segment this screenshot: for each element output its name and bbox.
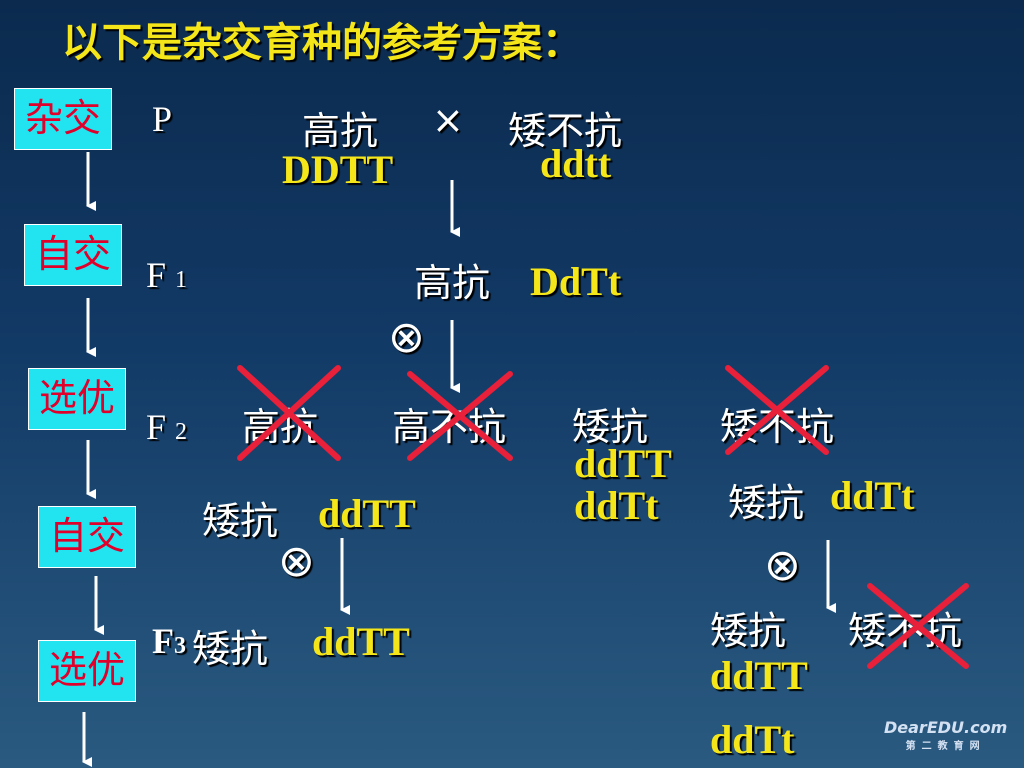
f1-pheno: 高抗 — [414, 261, 491, 305]
step-hybridize: 杂交 — [14, 88, 113, 150]
p-parent2-geno: ddtt — [540, 141, 612, 186]
cross-out-mark-offspring-nonresist — [867, 583, 969, 669]
cross-out-mark-dwarf-nonresist — [725, 365, 829, 455]
right-offspring-geno-2: ddTt — [710, 717, 795, 762]
gen-label-f1: F 1 — [146, 255, 188, 295]
step-select-2: 选优 — [38, 640, 137, 702]
cross-out-mark-tall-nonresist — [407, 371, 513, 461]
right-offspring-geno-1: ddTT — [710, 653, 808, 698]
left-branch-geno: ddTT — [318, 491, 416, 536]
left-branch-pheno: 矮抗 — [202, 499, 279, 543]
f3-pheno: 矮抗 — [192, 627, 269, 671]
gen-label-f2: F 2 — [146, 407, 188, 447]
p-parent2-pheno: 矮不抗 — [508, 109, 623, 153]
gen-label-f3: F3 — [152, 621, 186, 661]
f2-aikang-geno-1: ddTT — [574, 441, 672, 486]
step-select-1: 选优 — [28, 368, 127, 430]
self-cross-icon-right: ⊗ — [764, 540, 801, 591]
f2-aikang-geno-2: ddTt — [574, 483, 659, 528]
step-self-cross-1: 自交 — [24, 224, 123, 286]
p-parent1-geno: DDTT — [282, 147, 394, 192]
page-title: 以下是杂交育种的参考方案： — [62, 20, 582, 66]
self-cross-icon-f1: ⊗ — [388, 312, 425, 363]
p-parent1-pheno: 高抗 — [302, 109, 379, 153]
cross-out-mark-tall-resist — [237, 365, 341, 461]
step-self-cross-2: 自交 — [38, 506, 137, 568]
gen-label-p: P — [152, 99, 173, 139]
self-cross-icon-left: ⊗ — [278, 536, 315, 587]
f3-geno: ddTT — [312, 619, 410, 664]
f1-geno: DdTt — [530, 259, 622, 304]
cross-symbol: × — [432, 98, 464, 142]
right-offspring-dwarf-resist: 矮抗 — [710, 609, 787, 653]
f2-pheno-dwarf-resist: 矮抗 — [572, 405, 649, 449]
right-branch-geno: ddTt — [830, 473, 915, 518]
right-branch-pheno: 矮抗 — [728, 481, 805, 525]
